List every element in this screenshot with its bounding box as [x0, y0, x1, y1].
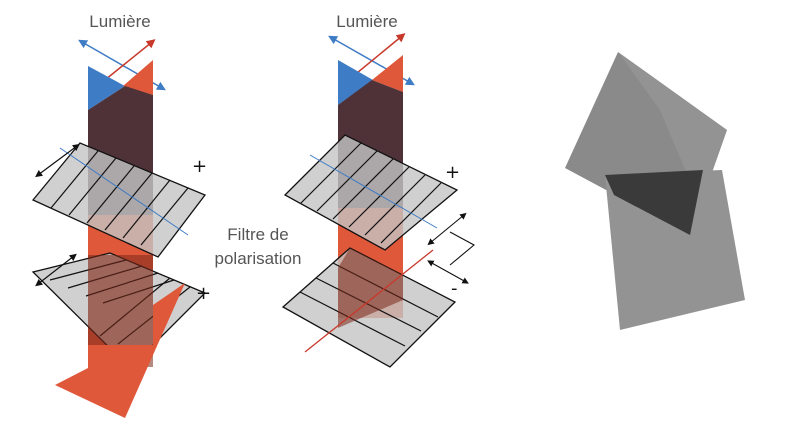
- left-diagram-crossed-parallel: Lumière +: [31, 12, 211, 418]
- blocked-beam: [338, 248, 403, 328]
- charge-sign: +: [445, 162, 460, 183]
- transmitted-red-beam: [55, 283, 185, 418]
- charge-sign: +: [196, 283, 211, 304]
- blue-light-wave: [88, 66, 125, 110]
- polarizing-filter-1: [31, 142, 207, 258]
- red-residual-line: [304, 249, 434, 353]
- red-light-wave: [123, 60, 153, 95]
- charge-sign: -: [451, 278, 458, 299]
- light-label-left: Lumière: [89, 12, 150, 31]
- filter-axis-arrow: [35, 143, 80, 178]
- red-light-wave: [372, 55, 403, 92]
- polarizing-filter-1: [283, 134, 459, 251]
- light-label-right: Lumière: [336, 12, 397, 31]
- filter-label-line2: polarisation: [215, 249, 302, 268]
- filter-axis-arrow: [35, 253, 77, 287]
- polarizing-sheet-2: [605, 170, 745, 330]
- perpendicular-axis-indicator: [427, 212, 475, 284]
- blue-light-wave: [338, 60, 373, 105]
- polarizing-sheets-photo: [565, 52, 745, 330]
- charge-sign: +: [192, 156, 207, 177]
- right-diagram-crossed-perpendicular: Lumière +: [281, 12, 475, 368]
- filter-label-line1: Filtre de: [227, 225, 288, 244]
- sheets-overlap: [605, 170, 703, 235]
